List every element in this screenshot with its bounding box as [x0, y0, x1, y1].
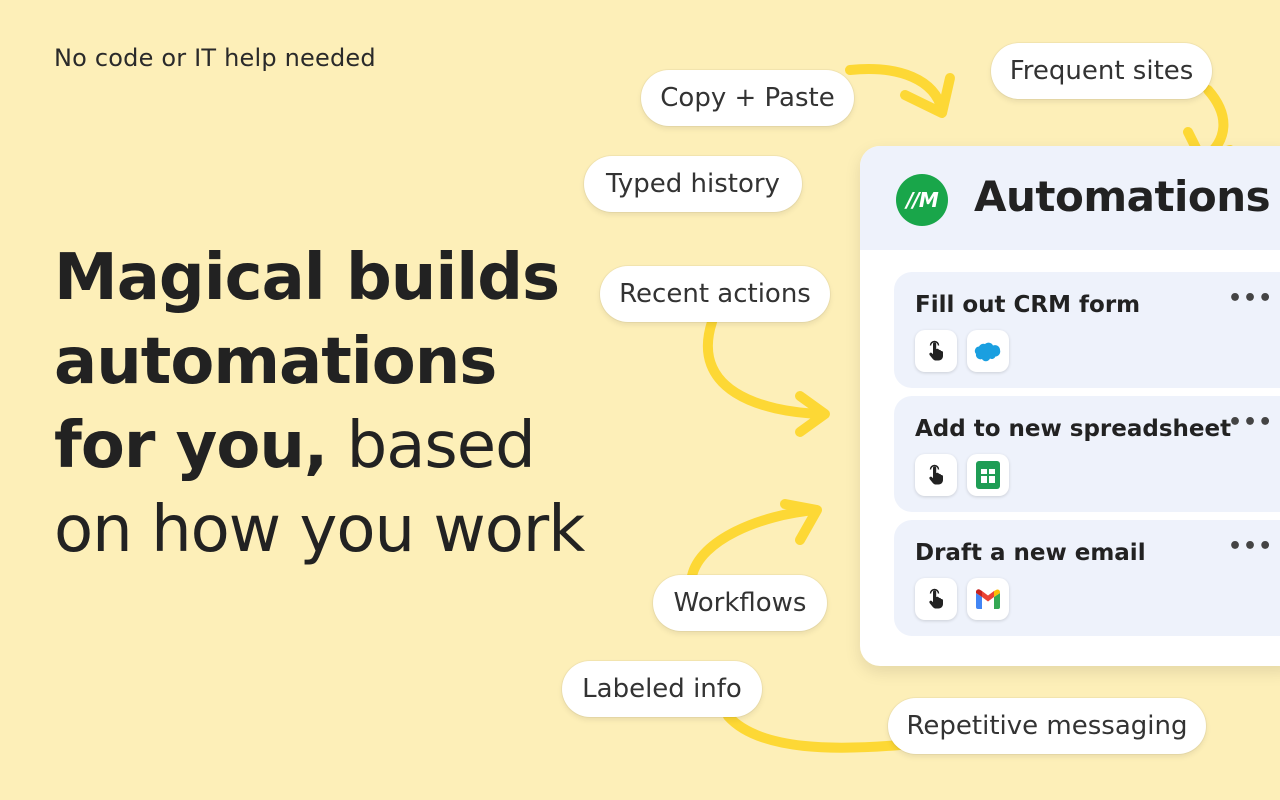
- automation-card-crm[interactable]: Fill out CRM form •••: [894, 272, 1280, 388]
- automation-title: Fill out CRM form: [915, 292, 1141, 318]
- source-frequent-sites: Frequent sites: [991, 43, 1212, 99]
- google-sheets-icon: [967, 454, 1009, 496]
- arrowhead-workflows: [780, 499, 822, 545]
- salesforce-icon: [967, 330, 1009, 372]
- headline-line-3: for you, based: [54, 404, 584, 488]
- headline-line-1: Magical builds: [54, 241, 560, 315]
- magical-logo: //M: [896, 174, 948, 226]
- source-workflows: Workflows: [653, 575, 827, 631]
- automation-card-spreadsheet[interactable]: Add to new spreadsheet •••: [894, 396, 1280, 512]
- headline-line-2: automations: [54, 325, 497, 399]
- arrowhead-recent-actions: [795, 391, 830, 437]
- more-options-icon[interactable]: •••: [1228, 534, 1274, 559]
- arrow-copy-paste: [845, 64, 947, 115]
- panel-header: //M Automations: [860, 146, 1280, 250]
- click-hand-icon: [915, 454, 957, 496]
- tagline: No code or IT help needed: [54, 44, 376, 72]
- source-typed-history: Typed history: [584, 156, 802, 212]
- panel-title: Automations: [974, 172, 1271, 221]
- source-copy-paste: Copy + Paste: [641, 70, 854, 126]
- headline-line-3-bold: for you,: [54, 409, 328, 483]
- arrow-workflows: [687, 505, 820, 581]
- source-repetitive-messaging: Repetitive messaging: [888, 698, 1206, 754]
- headline-line-3-light: based: [327, 409, 536, 483]
- source-labeled-info: Labeled info: [562, 661, 762, 717]
- arrowhead-copy-paste: [900, 73, 955, 118]
- source-recent-actions: Recent actions: [600, 266, 830, 322]
- arrow-recent-actions: [702, 317, 827, 419]
- automations-panel: //M Automations Fill out CRM form ••• Ad…: [860, 146, 1280, 666]
- headline-line-4: on how you work: [54, 493, 585, 567]
- gmail-icon: [967, 578, 1009, 620]
- automation-title: Add to new spreadsheet: [915, 416, 1232, 442]
- click-hand-icon: [915, 330, 957, 372]
- more-options-icon[interactable]: •••: [1228, 410, 1274, 435]
- automation-title: Draft a new email: [915, 540, 1146, 566]
- headline: Magical builds automations for you, base…: [54, 236, 585, 572]
- arrow-labeled-info: [723, 711, 905, 753]
- automation-card-email[interactable]: Draft a new email •••: [894, 520, 1280, 636]
- click-hand-icon: [915, 578, 957, 620]
- more-options-icon[interactable]: •••: [1228, 286, 1274, 311]
